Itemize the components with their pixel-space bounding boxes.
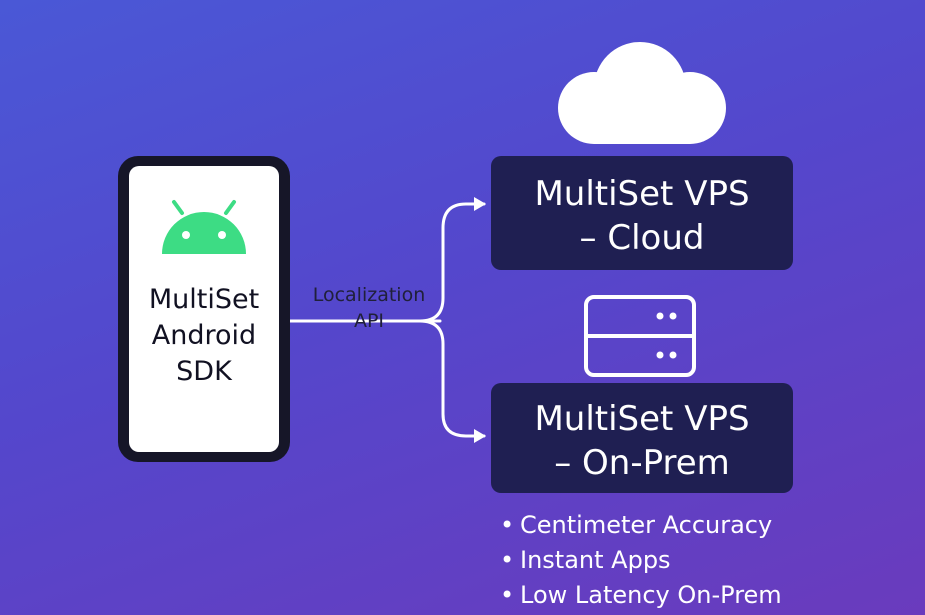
vps-onprem-title: MultiSet VPS	[534, 399, 750, 439]
server-icon	[584, 295, 696, 377]
arrowhead-onprem	[474, 429, 486, 443]
feature-text: Instant Apps	[520, 546, 671, 574]
vps-cloud-box: MultiSet VPS – Cloud	[491, 156, 793, 270]
api-label-line-2: API	[353, 310, 385, 332]
sdk-label-line-3: SDK	[176, 356, 232, 387]
arrowhead-cloud	[474, 197, 486, 211]
connector-branch-onprem	[418, 319, 486, 438]
connector-branch-cloud	[418, 202, 486, 323]
bullet-icon: •	[500, 546, 515, 574]
api-label: Localization API	[296, 282, 442, 334]
bullet-icon: •	[500, 581, 515, 609]
cloud-icon	[558, 42, 726, 144]
vps-cloud-subtitle: – Cloud	[579, 218, 705, 258]
android-icon	[162, 200, 246, 254]
vps-cloud-title: MultiSet VPS	[534, 174, 750, 214]
feature-item: •Low Latency On-Prem	[500, 578, 782, 613]
sdk-label: MultiSet Android SDK	[129, 282, 279, 390]
android-phone	[118, 156, 290, 462]
api-label-line-1: Localization	[312, 284, 426, 306]
vps-onprem-box: MultiSet VPS – On-Prem	[491, 383, 793, 493]
bullet-icon: •	[500, 511, 515, 539]
sdk-label-line-1: MultiSet	[148, 284, 260, 315]
feature-list: •Centimeter Accuracy •Instant Apps •Low …	[500, 508, 782, 613]
feature-item: •Centimeter Accuracy	[500, 508, 782, 543]
feature-text: Low Latency On-Prem	[520, 581, 782, 609]
feature-text: Centimeter Accuracy	[520, 511, 773, 539]
sdk-label-line-2: Android	[151, 320, 257, 351]
vps-onprem-subtitle: – On-Prem	[554, 443, 730, 483]
feature-item: •Instant Apps	[500, 543, 782, 578]
